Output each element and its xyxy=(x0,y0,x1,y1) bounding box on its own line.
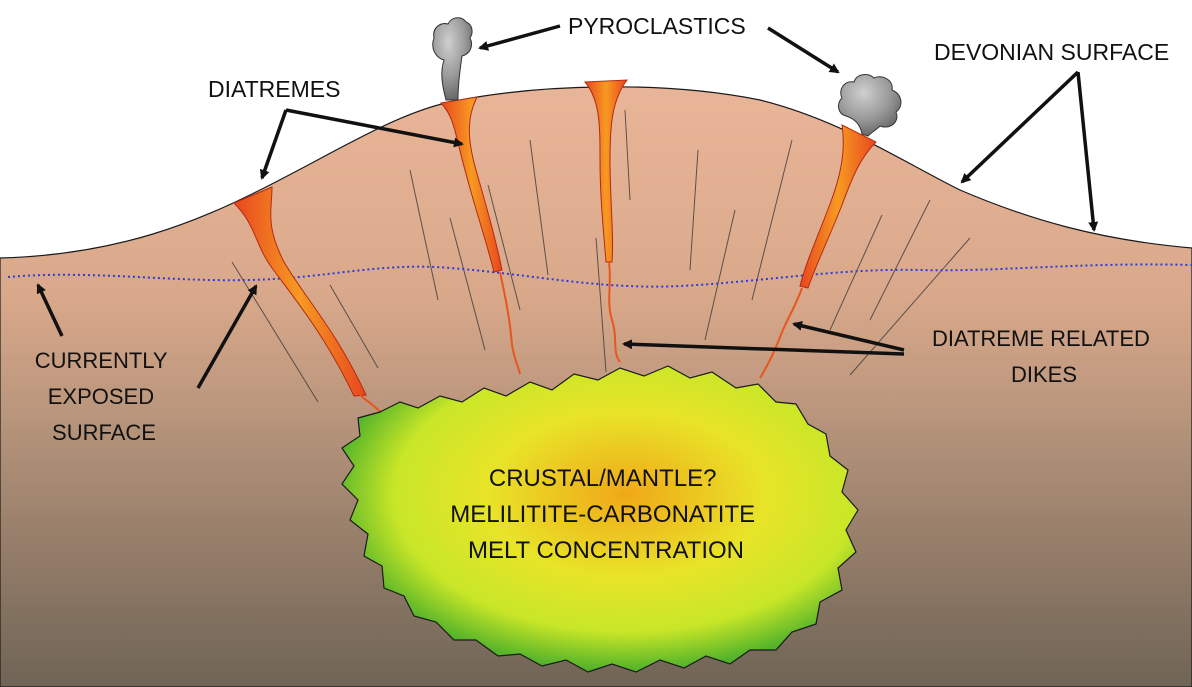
label-melt-line-1: CRUSTAL/MANTLE? xyxy=(489,465,717,492)
label-currently-exposed-surface: CURRENTLY EXPOSED SURFACE xyxy=(35,348,174,445)
smoke-plume-left xyxy=(433,18,472,100)
label-melt-line-3: MELT CONCENTRATION xyxy=(468,537,744,564)
arrow-pyroclastics-right xyxy=(768,28,838,72)
label-pyroclastics: PYROCLASTICS xyxy=(568,13,746,39)
arrow-devonian-right xyxy=(1078,72,1094,230)
smoke-plume-right xyxy=(839,75,901,136)
arrow-diatremes-left xyxy=(262,110,286,178)
arrow-pyroclastics-left xyxy=(480,26,560,48)
label-melt-concentration: CRUSTAL/MANTLE? MELILITITE-CARBONATITE M… xyxy=(450,465,762,564)
label-devonian-surface: DEVONIAN SURFACE xyxy=(934,39,1169,65)
label-currently-exposed-line-2: EXPOSED xyxy=(48,384,154,409)
label-dikes-line-1: DIATREME RELATED xyxy=(932,326,1150,351)
label-currently-exposed-line-3: SURFACE xyxy=(52,420,156,445)
label-currently-exposed-line-1: CURRENTLY xyxy=(35,348,168,373)
label-dikes-line-2: DIKES xyxy=(1011,362,1077,387)
label-melt-line-2: MELILITITE-CARBONATITE xyxy=(450,501,755,528)
arrow-devonian-left xyxy=(962,72,1078,182)
label-diatremes: DIATREMES xyxy=(208,76,340,102)
